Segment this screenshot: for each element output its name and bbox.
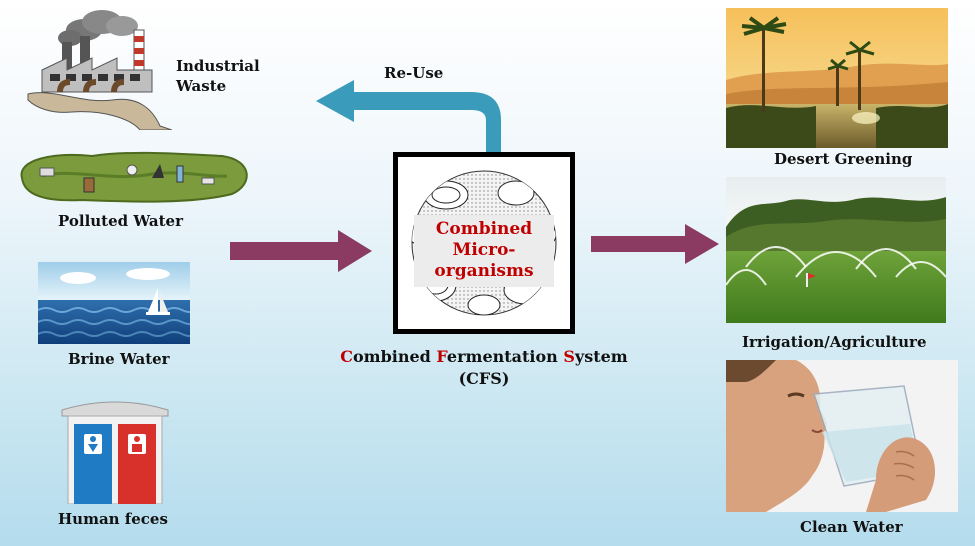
output-flow-arrow xyxy=(591,224,719,264)
desert-oasis-icon xyxy=(726,8,948,148)
industrial-waste-label: Industrial Waste xyxy=(176,57,260,95)
factory-icon xyxy=(22,8,172,130)
clean-water-label: Clean Water xyxy=(800,518,903,536)
desert-greening-label: Desert Greening xyxy=(774,150,913,168)
brine-water-label: Brine Water xyxy=(68,350,170,368)
sprinkler-field-icon xyxy=(726,177,946,323)
input-flow-arrow xyxy=(230,230,372,272)
human-feces-label: Human feces xyxy=(58,510,168,528)
sea-icon xyxy=(38,262,190,344)
toilet-icon xyxy=(58,398,172,504)
drinking-water-icon xyxy=(726,360,958,512)
cfs-box: Combined Micro- organisms xyxy=(393,152,575,334)
irrigation-agriculture-label: Irrigation/Agriculture xyxy=(742,333,927,351)
combined-microorganisms-label: Combined Micro- organisms xyxy=(414,215,554,287)
reuse-label: Re-Use xyxy=(384,64,444,82)
cfs-system-name: Combined Fermentation System (CFS) xyxy=(340,347,628,388)
polluted-water-icon xyxy=(12,148,257,206)
reuse-arrow xyxy=(316,80,506,152)
polluted-water-label: Polluted Water xyxy=(58,212,184,230)
